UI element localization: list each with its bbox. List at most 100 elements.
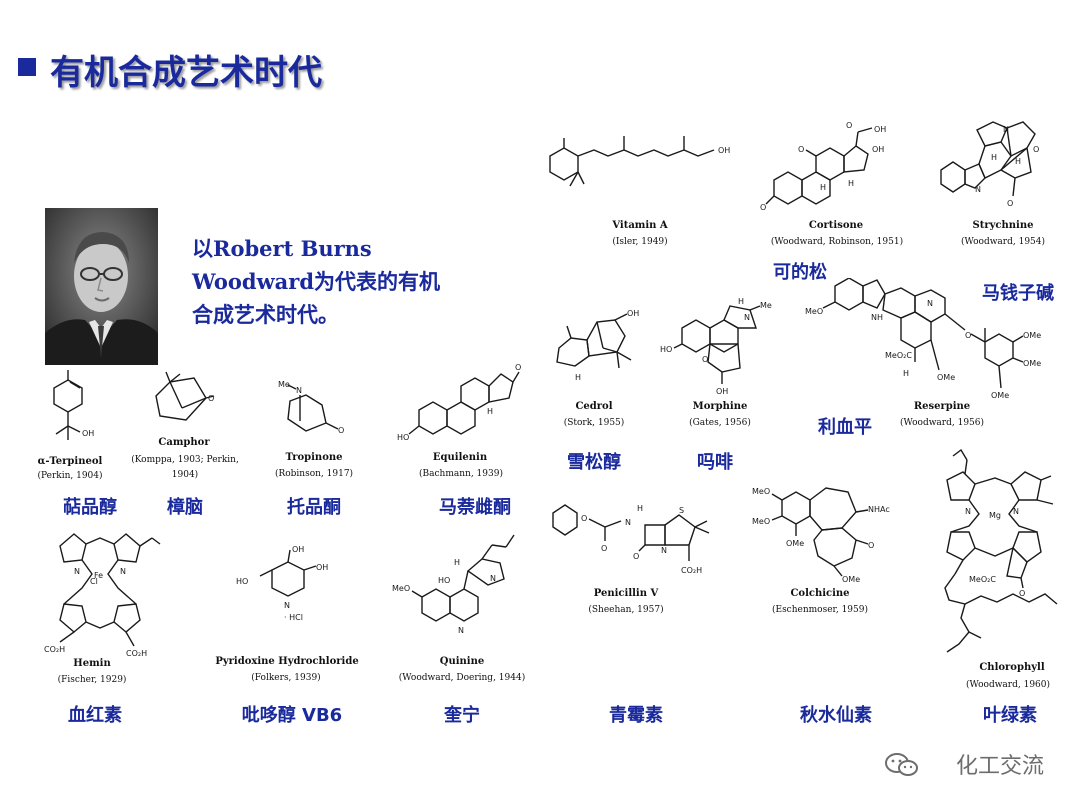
cortisone-o2-label: O [798, 145, 804, 154]
cortisone-name: Cortisone [808, 220, 864, 231]
reserpine-cn-name: 利血平 [818, 417, 872, 438]
morphine-h-label: H [738, 298, 744, 306]
cedrol-h-label: H [575, 373, 581, 382]
pyridoxine-ref: (Folkers, 1939) [251, 673, 321, 683]
quinine-name: Quinine [439, 656, 485, 667]
hemin-n1-label: N [74, 567, 80, 576]
vitamin-a-oh-label: OH [718, 146, 730, 155]
reserpine-n-label: N [927, 299, 933, 308]
morphine-ho-label: HO [660, 345, 672, 354]
hemin-cn-name: 血红素 [68, 705, 122, 726]
reserpine-ome-2-label: OMe [1023, 331, 1041, 340]
title-bullet [18, 58, 36, 76]
cortisone-ref: (Woodward, Robinson, 1951) [770, 237, 904, 247]
colchicine-name: Colchicine [790, 588, 850, 599]
morphine-cn-name: 吗啡 [697, 452, 733, 473]
quinine-n1-label: N [458, 626, 464, 635]
hemin-name: Hemin [73, 658, 111, 669]
colchicine-o-label: O [868, 541, 874, 550]
pyridoxine-name: Pyridoxine Hydrochloride [215, 656, 359, 667]
intro-line-3: 合成艺术时代。 [192, 302, 339, 327]
penicillin-o1-label: O [581, 514, 587, 523]
hemin-cl-label: Cl [90, 577, 98, 586]
colchicine-meo-1-label: MeO [752, 487, 770, 496]
chlorophyll-n2-label: N [1013, 507, 1019, 516]
tropinone-cn-name: 托品酮 [287, 497, 341, 518]
terpineol-name: α-Terpineol [37, 456, 103, 467]
chlorophyll-n1-label: N [965, 507, 971, 516]
pyridoxine-n-label: N [284, 601, 290, 610]
terpineol-cn-name: 萜品醇 [63, 497, 117, 518]
equilenin-cn-name: 马萘雌酮 [439, 497, 511, 518]
terpineol-ref: (Perkin, 1904) [37, 471, 103, 481]
morphine-oh-label: OH [716, 387, 728, 396]
quinine-ho-label: HO [438, 576, 450, 585]
strychnine-ref: (Woodward, 1954) [960, 237, 1046, 247]
morphine-n-label: N [744, 313, 750, 322]
camphor-cn-name: 樟脑 [167, 497, 203, 518]
strychnine-o1-label: O [1007, 199, 1013, 208]
penicillin-structure: O O N H O S N CO₂H [552, 504, 710, 575]
colchicine-nhac-label: NHAc [868, 505, 890, 514]
cortisone-o3-label: O [846, 121, 852, 130]
vitamin-a-structure: OH [549, 136, 730, 187]
strychnine-n2-label: N [1003, 125, 1009, 134]
watermark-text: 化工交流 [955, 754, 1044, 779]
penicillin-ref: (Sheehan, 1957) [588, 605, 664, 615]
camphor-o-label: O [208, 394, 214, 403]
chlorophyll-cn-name: 叶绿素 [983, 705, 1037, 726]
strychnine-h1-label: H [991, 153, 997, 162]
colchicine-ome-2-label: OMe [842, 575, 860, 584]
pyridoxine-ho-label: HO [236, 577, 248, 586]
pyridoxine-cn-name: 吡哆醇 VB6 [241, 705, 343, 726]
morphine-me-label: Me [760, 301, 772, 310]
penicillin-co2h-label: CO₂H [681, 566, 702, 575]
cortisone-cn-name: 可的松 [773, 262, 827, 283]
penicillin-o3-label: O [633, 552, 639, 561]
morphine-structure: N Me HO O H OH [660, 298, 772, 396]
quinine-n2-label: N [490, 574, 496, 583]
tropinone-o-label: O [338, 426, 344, 435]
reserpine-ome-4-label: OMe [991, 391, 1009, 400]
equilenin-ho-label: HO [397, 433, 409, 442]
cortisone-h2-label: H [848, 179, 854, 188]
pyridoxine-oh-1-label: OH [292, 545, 304, 554]
terpineol-structure: OH [53, 370, 94, 440]
pyridoxine-hcl-label: · HCl [284, 613, 303, 622]
colchicine-cn-name: 秋水仙素 [800, 705, 872, 726]
reserpine-nh-label: NH [871, 313, 883, 322]
chlorophyll-structure: Mg N N O MeO₂C [944, 448, 1058, 653]
strychnine-name: Strychnine [972, 220, 1034, 231]
quinine-structure: MeO N H HO N [392, 534, 515, 635]
cortisone-o1-label: O [760, 203, 766, 212]
chlorophyll-mg-label: Mg [989, 511, 1001, 520]
cedrol-cn-name: 雪松醇 [567, 452, 621, 473]
chlorophyll-meo2c-label: MeO₂C [969, 575, 996, 584]
wechat-icon [885, 753, 918, 776]
penicillin-o2-label: O [601, 544, 607, 553]
reserpine-meo2c-label: MeO₂C [885, 351, 912, 360]
reserpine-name: Reserpine [913, 401, 971, 412]
strychnine-structure: O N N O H H [940, 121, 1039, 208]
cortisone-oh1-label: OH [874, 125, 886, 134]
penicillin-h-label: H [637, 504, 643, 513]
colchicine-structure: MeO MeO OMe NHAc O OMe [752, 487, 890, 584]
hemin-structure: Fe Cl N N CO₂H CO₂H [44, 533, 161, 656]
intro-line-1: 以Robert Burns [192, 236, 372, 261]
tropinone-structure: Me N O [278, 380, 344, 435]
colchicine-ref: (Eschenmoser, 1959) [771, 605, 868, 615]
camphor-name: Camphor [158, 437, 210, 448]
hemin-fe-label: Fe [94, 571, 103, 580]
intro-text: 以Robert Burns Woodward为代表的有机 合成艺术时代。 [192, 232, 440, 331]
equilenin-structure: O HO H [397, 363, 521, 442]
penicillin-name: Penicillin V [593, 588, 659, 599]
cedrol-oh-label: OH [627, 309, 639, 318]
cortisone-oh2-label: OH [872, 145, 884, 154]
colchicine-ome-1-label: OMe [786, 539, 804, 548]
equilenin-name: Equilenin [432, 452, 488, 463]
chlorophyll-name: Chlorophyll [979, 662, 1045, 673]
equilenin-o-label: O [515, 363, 521, 372]
chlorophyll-o-label: O [1019, 589, 1025, 598]
terpineol-oh-label: OH [82, 429, 94, 438]
hemin-co2h-1-label: CO₂H [44, 645, 65, 654]
